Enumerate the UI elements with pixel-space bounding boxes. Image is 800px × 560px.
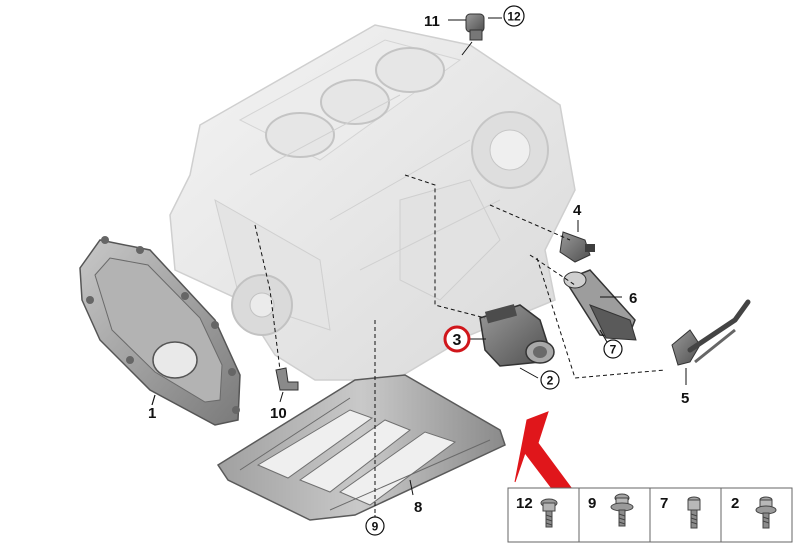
hardware-legend: 12 9 7 [507,487,793,543]
bolt-icon [540,498,558,528]
hardware-number-7: 7 [660,495,668,512]
hardware-item-7: 7 [660,495,701,529]
callout-7-circle: 7 [603,339,623,359]
hardware-number-9: 9 [588,495,596,512]
callout-3-highlight: 3 [443,325,471,353]
hardware-item-12: 12 [516,495,558,528]
callout-4: 4 [573,202,582,219]
callout-9: 9 [372,520,379,534]
oil-pan-baffle-part [216,374,506,521]
thermostat-housing-part-3 [479,304,555,367]
callout-12: 12 [507,10,521,24]
sensor-part-4 [559,231,595,263]
timing-cover-part [79,236,241,426]
hex-bolt-icon [755,496,777,529]
hardware-item-9: 9 [588,493,634,527]
hardware-item-2: 2 [731,495,777,529]
valve-part-6 [563,269,637,341]
callout-10: 10 [270,405,287,422]
torx-bolt-icon [687,496,701,529]
callout-8: 8 [414,499,422,516]
sensor-part-11 [465,13,485,41]
leader-lines [254,17,687,517]
hardware-number-12: 12 [516,495,533,512]
callout-6: 6 [629,290,637,307]
engine-block [169,24,576,381]
callout-9-circle: 9 [365,516,385,536]
callout-3: 3 [453,332,462,349]
callout-12-circle: 12 [503,5,525,27]
flange-bolt-icon [610,493,634,527]
callout-2: 2 [547,374,554,388]
clip-part-10 [275,367,299,391]
callout-7: 7 [610,343,617,357]
callout-2-circle: 2 [540,370,560,390]
sensor-tube-part-5 [671,299,751,366]
callout-11: 11 [424,13,440,30]
hardware-number-2: 2 [731,495,739,512]
callout-5: 5 [681,390,689,407]
callout-1: 1 [148,405,156,422]
